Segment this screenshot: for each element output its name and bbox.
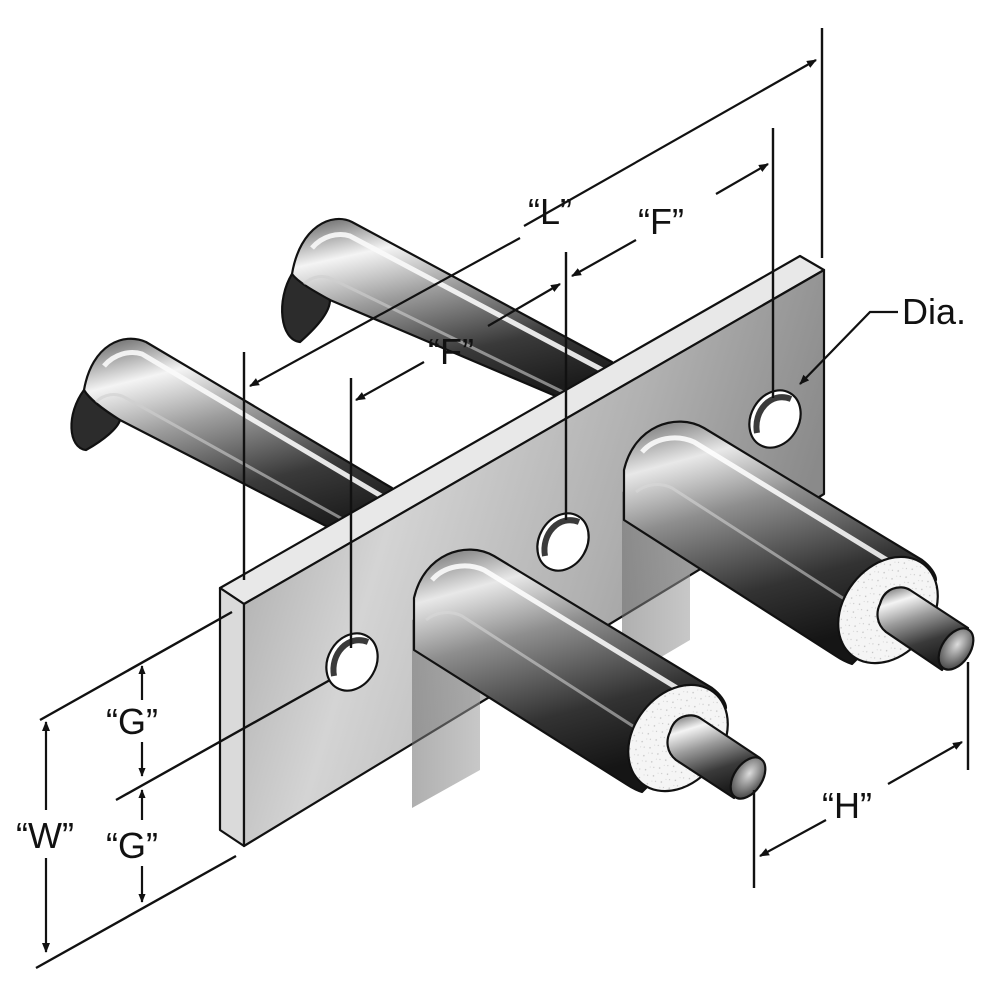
plate-hole-middle xyxy=(536,512,590,572)
label-offset-lower: “G” xyxy=(106,825,158,866)
label-diameter: Dia. xyxy=(902,291,966,332)
plate-hole-upper xyxy=(748,389,802,449)
label-spacing-upper: “F” xyxy=(638,201,684,242)
dim-f-upper-a xyxy=(715,163,769,195)
front-insulated-tubes xyxy=(412,420,975,800)
dim-f-lower-b xyxy=(355,361,425,401)
label-offset-upper: “G” xyxy=(106,701,158,742)
extension-lines xyxy=(35,28,970,970)
label-width: “W” xyxy=(16,815,74,856)
dim-f-lower-a xyxy=(487,283,561,327)
dim-l-lower xyxy=(249,237,521,387)
plate-hole-lower xyxy=(325,632,379,692)
label-spacing-lower: “F” xyxy=(428,331,474,372)
dim-dia-leader xyxy=(799,310,898,385)
label-length: “L” xyxy=(528,191,572,232)
dim-l-upper xyxy=(523,59,817,227)
back-rods xyxy=(70,217,614,562)
dim-h-b xyxy=(759,819,827,857)
dimension-lines xyxy=(42,59,963,953)
dimension-labels: “L” “F” “F” Dia. “G” “G” “W” “H” xyxy=(16,191,966,866)
upper-front-tube xyxy=(622,420,975,672)
lower-front-tube xyxy=(412,548,767,800)
tube-sheet-plate xyxy=(218,254,826,848)
lower-back-rod xyxy=(70,337,394,562)
label-overhang: “H” xyxy=(822,785,872,826)
upper-back-rod xyxy=(281,217,614,422)
dim-h-a xyxy=(887,741,963,785)
dim-f-upper-b xyxy=(571,239,637,277)
